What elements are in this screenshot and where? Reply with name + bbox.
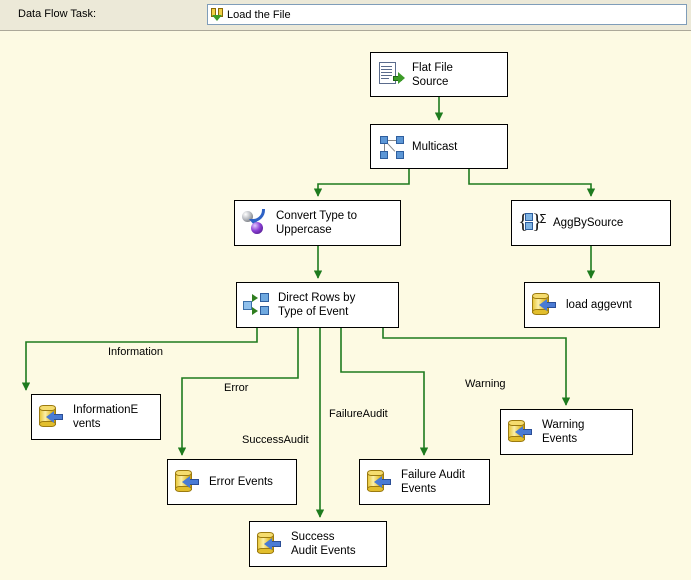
- data-conversion-icon: [241, 208, 271, 238]
- db-destination-icon: [507, 417, 537, 447]
- node-load-aggevnt[interactable]: load aggevnt: [524, 282, 660, 328]
- edge-label-warning: Warning: [465, 378, 506, 390]
- node-label: Failure Audit Events: [401, 469, 465, 495]
- db-destination-icon: [256, 529, 286, 559]
- data-flow-task-label: Data Flow Task:: [18, 8, 97, 20]
- edge-label-success-audit: SuccessAudit: [242, 434, 309, 446]
- db-destination-icon: [38, 402, 68, 432]
- conditional-split-icon: [243, 290, 273, 320]
- db-destination-icon: [366, 467, 396, 497]
- edge-label-failure-audit: FailureAudit: [329, 408, 388, 420]
- node-convert-type-to-uppercase[interactable]: Convert Type to Uppercase: [234, 200, 401, 246]
- node-information-events[interactable]: InformationE vents: [31, 394, 161, 440]
- node-label: Warning Events: [542, 419, 585, 445]
- db-destination-icon: [174, 467, 204, 497]
- edge-information: [21, 328, 258, 391]
- data-flow-task-icon: [210, 7, 225, 22]
- node-failure-audit-events[interactable]: Failure Audit Events: [359, 459, 490, 505]
- node-error-events[interactable]: Error Events: [167, 459, 297, 505]
- data-flow-task-combo[interactable]: Load the File: [207, 4, 687, 25]
- node-label: Direct Rows by Type of Event: [278, 292, 356, 318]
- node-label: AggBySource: [553, 217, 624, 229]
- aggregate-icon: { } Σ: [518, 209, 547, 233]
- edge-failure-audit: [340, 328, 429, 456]
- flat-file-source-icon: [377, 60, 407, 90]
- node-direct-rows-by-type-of-event[interactable]: Direct Rows by Type of Event: [236, 282, 399, 328]
- data-flow-task-header: Data Flow Task: Load the File: [0, 0, 691, 31]
- multicast-icon: [377, 132, 407, 162]
- data-flow-task-combo-value: Load the File: [227, 8, 291, 21]
- node-flat-file-source[interactable]: Flat File Source: [370, 52, 508, 97]
- edge-multicast-to-convert: [313, 169, 410, 197]
- data-flow-design-canvas[interactable]: Flat File Source Multicast Convert Type …: [0, 32, 691, 580]
- node-label: Convert Type to Uppercase: [276, 210, 357, 236]
- node-label: InformationE vents: [73, 404, 139, 430]
- node-label: Multicast: [412, 140, 458, 153]
- edge-label-error: Error: [224, 382, 249, 394]
- node-agg-by-source[interactable]: { } Σ AggBySource: [511, 200, 671, 246]
- node-warning-events[interactable]: Warning Events: [500, 409, 633, 455]
- node-multicast[interactable]: Multicast: [370, 124, 508, 169]
- node-label: Flat File Source: [412, 61, 453, 88]
- node-label: Success Audit Events: [291, 531, 356, 557]
- node-label: Error Events: [209, 476, 273, 488]
- edge-multicast-to-agg: [468, 169, 596, 197]
- edge-label-information: Information: [108, 346, 164, 358]
- node-label: load aggevnt: [566, 299, 632, 311]
- node-success-audit-events[interactable]: Success Audit Events: [249, 521, 387, 567]
- db-destination-icon: [531, 290, 561, 320]
- edge-warning: [382, 328, 571, 406]
